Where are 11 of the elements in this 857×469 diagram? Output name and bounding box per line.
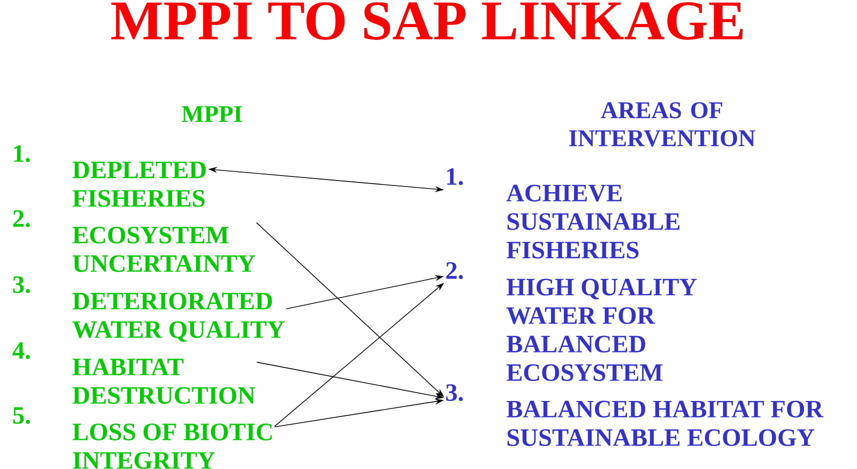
list-item: 4. HABITAT DESTRUCTION	[12, 342, 256, 404]
column-heading: MPPI	[182, 106, 242, 122]
list-item: 3. DETERIORATED WATER QUALITY	[13, 276, 284, 342]
list-item: 1. DEPLETED FISHERIES	[14, 145, 206, 207]
list-item: 5. LOSS OF BIOTIC INTEGRITY	[13, 407, 272, 469]
list-item: 3. BALANCED HABITAT FOR SUSTAINABLE ECOLOGY	[446, 384, 824, 446]
title: MPPI TO SAP LINKAGE	[111, 2, 743, 40]
list-item: 2. HIGH QUALITY WATER FOR BALANCED ECOSYSTEM	[446, 262, 697, 382]
list-item: 1. ACHIEVE SUSTAINABLE FISHERIES	[447, 168, 680, 258]
list-item: 2. ECOSYSTEM UNCERTAINTY	[13, 210, 256, 272]
column-heading: AREAS OF INTERVENTION	[569, 102, 756, 146]
